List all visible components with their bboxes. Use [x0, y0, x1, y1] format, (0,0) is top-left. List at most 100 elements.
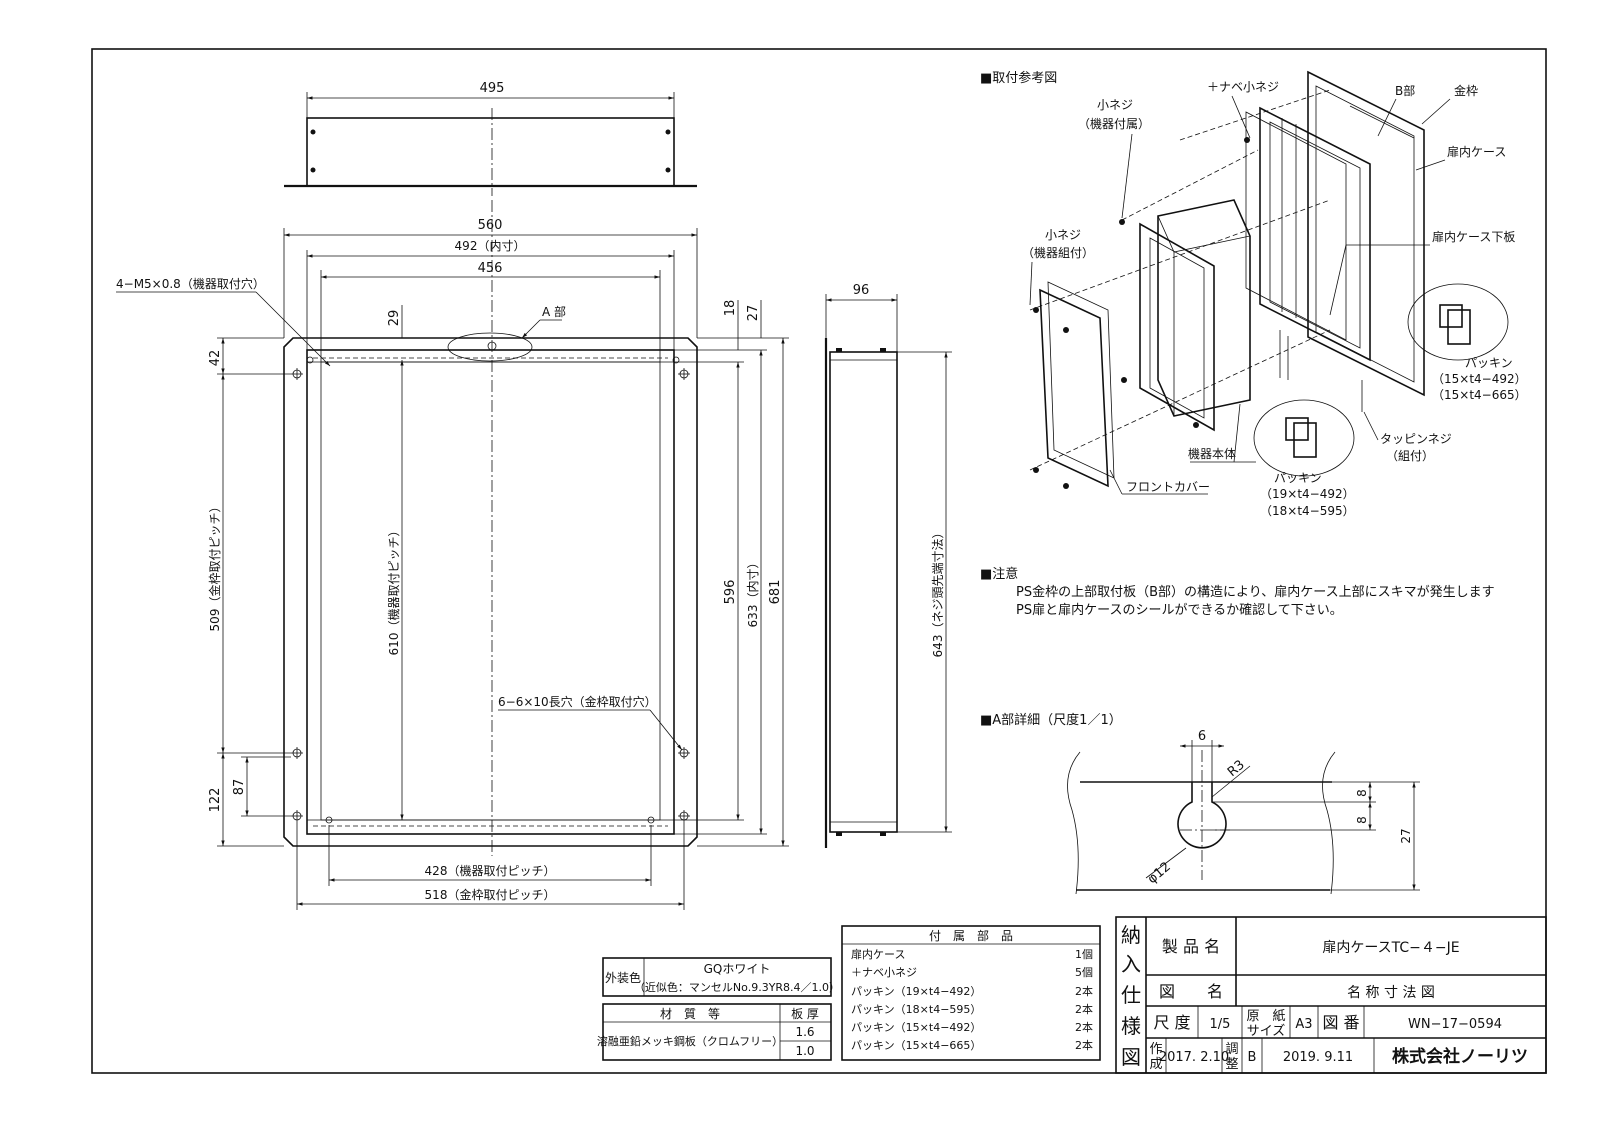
label-small-screw-2: 小ネジ: [1045, 228, 1081, 242]
note-section: ■注意 PS金枠の上部取付板（B部）の構造により、扉内ケース上部にスキマが発生し…: [980, 566, 1495, 618]
dim-29: 29: [387, 310, 402, 327]
revision-mark: B: [1248, 1050, 1257, 1065]
product-value: 扉内ケースTC−４−JE: [1322, 940, 1459, 956]
install-reference: ■取付参考図 ＋ナ: [980, 70, 1527, 518]
made-label-1: 作: [1149, 1042, 1162, 1057]
accessory-qty: 2本: [1075, 984, 1093, 998]
accessory-name: パッキン（18×t4−595）: [851, 1003, 981, 1016]
dim-560: 560: [478, 218, 503, 233]
material-header: 材 質 等: [660, 1006, 720, 1021]
accessories-header: 付 属 部 品: [929, 928, 1013, 943]
product-label: 製 品 名: [1162, 937, 1220, 956]
accessory-name: パッキン（15×t4−665）: [851, 1039, 981, 1052]
detail-a: ■A部詳細（尺度1／1） 6 R3 φ12 8 8 27: [980, 712, 1420, 895]
accessory-qty: 2本: [1075, 1038, 1093, 1052]
dim-518: 518（金枠取付ピッチ）: [425, 887, 556, 902]
label-small-screw-2-sub: （機器組付）: [1022, 245, 1094, 260]
paper-value: A3: [1295, 1017, 1312, 1032]
label-pan-screw: ＋ナベ小ネジ: [1207, 80, 1279, 94]
dim-456: 456: [478, 261, 503, 276]
side-char: 入: [1121, 952, 1141, 976]
finish-value-sub: （近似色：マンセルNo.9.3YR8.4／1.0）: [634, 980, 840, 994]
title-block: 納 入 仕 様 図 製 品 名 扉内ケースTC−４−JE 図 名 名 称 寸 法…: [1115, 916, 1547, 1074]
label-tapping-screw: タッピンネジ: [1380, 432, 1452, 446]
label-metal-frame: 金枠: [1454, 83, 1478, 98]
revised-date: 2019. 9.11: [1283, 1050, 1353, 1065]
accessory-qty: 2本: [1075, 1002, 1093, 1016]
material-value: 溶融亜鉛メッキ鋼板（クロムフリー）: [597, 1034, 783, 1048]
dim-87: 87: [232, 779, 247, 796]
finish-value: GQホワイト: [704, 962, 771, 976]
drawing-label: 図 名: [1159, 982, 1223, 1001]
accessory-qty: 2本: [1075, 1020, 1093, 1034]
label-part-a: A 部: [542, 304, 566, 319]
dim-428: 428（機器取付ピッチ）: [425, 863, 556, 878]
detail-dim-8a: 8: [1355, 789, 1369, 797]
dim-492: 492（内寸）: [455, 239, 526, 253]
label-packing-b: パッキン: [1274, 471, 1322, 485]
number-label: 図 番: [1322, 1013, 1359, 1032]
dim-596: 596: [723, 580, 738, 605]
thickness-header: 板 厚: [791, 1007, 819, 1021]
company-logo: 株式会社ノーリツ: [1392, 1046, 1528, 1067]
label-front-cover: フロントカバー: [1126, 480, 1210, 494]
top-view: 495: [284, 81, 697, 196]
detail-dim-phi12: φ12: [1145, 859, 1174, 887]
dim-27: 27: [746, 305, 761, 322]
accessory-name: パッキン（19×t4−492）: [851, 985, 981, 998]
revised-label-1: 調: [1225, 1042, 1238, 1057]
detail-dim-8b: 8: [1355, 816, 1369, 824]
label-slot-holes: 6−6×10長穴（金枠取付穴）: [498, 694, 657, 709]
made-date: 2017. 2.10: [1159, 1050, 1229, 1065]
dim-643: 643（ネジ頭先端寸法）: [931, 527, 945, 658]
material-table: 材 質 等 板 厚 溶融亜鉛メッキ鋼板（クロムフリー） 1.6 1.0: [597, 1003, 832, 1061]
label-small-screw-1-sub: （機器付属）: [1078, 116, 1150, 131]
accessory-name: 扉内ケース: [851, 947, 905, 961]
dim-633: 633（内寸）: [746, 557, 760, 628]
dim-18: 18: [723, 300, 738, 317]
note-line-1: PS金枠の上部取付板（B部）の構造により、扉内ケース上部にスキマが発生します: [1016, 584, 1495, 600]
side-char: 納: [1121, 923, 1141, 947]
label-small-screw-1: 小ネジ: [1097, 98, 1133, 112]
accessory-name: パッキン（15×t4−492）: [851, 1021, 981, 1034]
detail-a-title: ■A部詳細（尺度1／1）: [980, 712, 1122, 728]
thickness-value-2: 1.0: [795, 1044, 814, 1058]
dim-681: 681: [768, 580, 783, 605]
drawing-number: WN−17−0594: [1408, 1017, 1502, 1032]
finish-label: 外装色: [605, 971, 641, 985]
front-view: 560 492（内寸） 456 428（機器取付ピッチ） 518（金枠取付ピッチ…: [116, 200, 789, 910]
side-char: 仕: [1121, 983, 1141, 1007]
accessory-qty: 5個: [1075, 966, 1093, 979]
drawing-value: 名 称 寸 法 図: [1347, 985, 1435, 1001]
dim-96: 96: [853, 283, 870, 298]
sheet-border: [91, 48, 1547, 1074]
note-line-2: PS扉と扉内ケースのシールができるか確認して下さい。: [1016, 602, 1343, 618]
dim-509: 509（金枠取付ピッチ）: [207, 501, 222, 632]
label-unit-body: 機器本体: [1188, 446, 1236, 461]
label-tapping-screw-sub: （組付）: [1386, 449, 1434, 463]
install-ref-title: ■取付参考図: [980, 70, 1057, 86]
paper-label-2: サイズ: [1247, 1023, 1286, 1039]
dim-122: 122: [208, 788, 223, 813]
label-packing-a1: （15×t4−492）: [1432, 372, 1527, 386]
label-mounting-holes: 4−M5×0.8（機器取付穴）: [116, 276, 265, 291]
label-packing-a: パッキン: [1465, 356, 1513, 370]
scale-label: 尺 度: [1153, 1013, 1190, 1032]
label-packing-b2: （18×t4−595）: [1260, 504, 1355, 518]
label-packing-b1: （19×t4−492）: [1260, 487, 1355, 501]
label-case: 扉内ケース: [1447, 145, 1506, 159]
paper-label-1: 原 紙: [1246, 1009, 1285, 1024]
note-title: ■注意: [980, 566, 1018, 582]
dim-42: 42: [208, 350, 223, 367]
detail-dim-6: 6: [1198, 729, 1206, 744]
label-packing-a2: （15×t4−665）: [1432, 388, 1527, 402]
made-label-2: 成: [1149, 1057, 1162, 1072]
side-char: 様: [1121, 1014, 1141, 1038]
scale-value: 1/5: [1210, 1017, 1231, 1032]
revised-label-2: 整: [1225, 1057, 1238, 1072]
side-view: 96 643（ネジ頭先端寸法）: [824, 283, 952, 848]
label-case-bottom: 扉内ケース下板: [1432, 230, 1515, 244]
detail-dim-27: 27: [1399, 828, 1413, 843]
dim-610: 610（機器取付ピッチ）: [386, 525, 401, 656]
